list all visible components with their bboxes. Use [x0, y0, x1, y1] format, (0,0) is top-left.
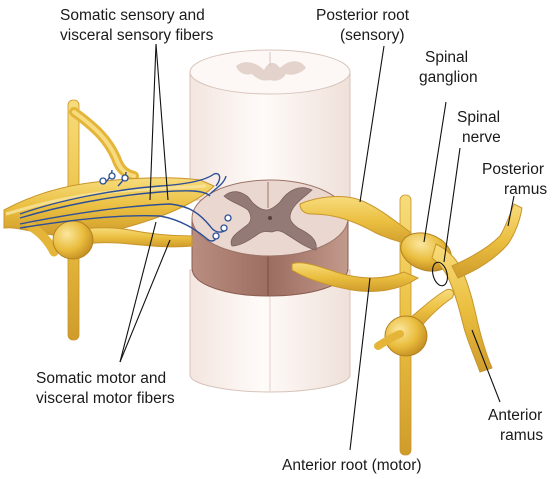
- spinal-nerve-marker: [432, 261, 448, 287]
- fiber-endings: [99, 172, 232, 240]
- label-anterior-ramus-1: Anterior: [488, 407, 542, 424]
- label-posterior-ramus-1: Posterior: [482, 161, 544, 178]
- label-somatic-motor-2: visceral motor fibers: [36, 390, 175, 407]
- spinal-cord-upper: [189, 49, 351, 201]
- label-somatic-sensory-2: visceral sensory fibers: [60, 27, 214, 44]
- labels: Somatic sensory and visceral sensory fib…: [36, 7, 547, 474]
- right-ganglion: [374, 315, 428, 357]
- posterior-root: [299, 196, 422, 247]
- anterior-root: [291, 262, 420, 292]
- label-posterior-root-2: (sensory): [340, 27, 405, 44]
- left-spinal-nerve: [3, 177, 215, 260]
- label-spinal-ganglion-1: Spinal: [425, 49, 468, 66]
- label-spinal-ganglion-2: ganglion: [419, 69, 478, 86]
- spinal-nerve-right: [409, 203, 523, 373]
- label-somatic-motor-1: Somatic motor and: [36, 370, 166, 387]
- label-spinal-nerve-2: nerve: [462, 129, 501, 146]
- label-somatic-sensory-1: Somatic sensory and: [60, 7, 205, 24]
- leader-lines: [119, 43, 515, 451]
- label-anterior-ramus-2: ramus: [500, 427, 543, 444]
- left-ganglion: [52, 220, 94, 260]
- spinal-cord-lower: [189, 269, 351, 393]
- label-posterior-root-1: Posterior root: [316, 7, 410, 24]
- label-anterior-root: Anterior root (motor): [282, 457, 422, 474]
- nerve-fibers: [19, 169, 227, 242]
- label-spinal-nerve-1: Spinal: [457, 109, 500, 126]
- label-posterior-ramus-2: ramus: [504, 181, 547, 198]
